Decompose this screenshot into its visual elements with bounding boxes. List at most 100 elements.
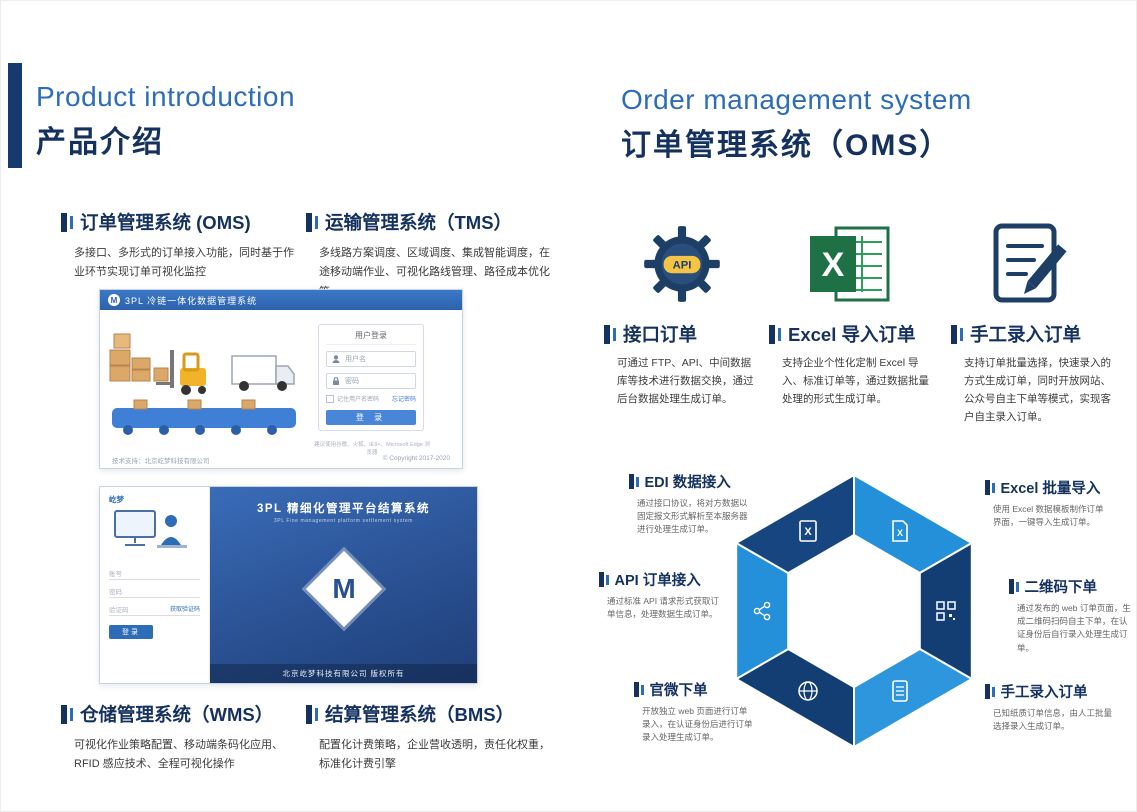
svg-text:X: X: [822, 246, 845, 284]
left-title-zh: 产品介绍: [36, 126, 164, 159]
bar-marker: [629, 474, 634, 489]
bar-marker: [1016, 581, 1019, 592]
oms-username-input[interactable]: 用户名: [326, 351, 416, 367]
bar-marker: [613, 327, 616, 341]
hex-globe-icon: [798, 681, 818, 701]
hex-label-edi-desc: 通过接口协议，将对方数据以固定报文形式解析至本服务器进行处理生成订单。: [637, 498, 748, 535]
bms-login-button[interactable]: 登录: [109, 625, 153, 639]
hex-label-excel-batch-desc: 使用 Excel 数据模板制作订单界面，一键导入生成订单。: [993, 504, 1104, 528]
section-wms: 仓储管理系统（WMS） 可视化作业策略配置、移动端条码化应用、RFID 感应技术…: [61, 701, 301, 775]
lock-icon: [333, 377, 339, 385]
hex-label-excel-batch-title: Excel 批量导入: [1000, 481, 1101, 497]
hex-segment-top-left: [734, 473, 855, 575]
hex-label-qr-desc: 通过发布的 web 订单页面，生成二维码扫码自主下单，在认证身份后自行录入处理生…: [1017, 603, 1131, 653]
hex-label-qr: 二维码下单 通过发布的 web 订单页面，生成二维码扫码自主下单，在认证身份后自…: [1009, 576, 1131, 655]
oms-login-button[interactable]: 登 录: [326, 410, 416, 426]
screenshot-oms-titlebar: M 3PL 冷链一体化数据管理系统: [100, 290, 462, 310]
bar-marker: [960, 327, 963, 341]
bms-system-subtitle: 3PL Fine management platform settlement …: [273, 518, 414, 524]
section-bms-desc: 配置化计费策略，企业营收透明，责任化权重，标准化计费引擎: [319, 739, 550, 771]
bar-marker: [778, 327, 781, 341]
left-title-en: Product introduction: [36, 81, 296, 112]
bar-marker: [769, 324, 775, 344]
oms-login-card: 用户登录 用户名 密码 记住用户名密码 忘记密码 登 录: [318, 324, 424, 432]
hex-label-manual: 手工录入订单 已知纸质订单信息，由人工批量选择录入生成订单。: [985, 681, 1115, 733]
section-bms-header: 结算管理系统（BMS）: [306, 701, 551, 727]
bms-copyright: 北京屹梦科技有限公司 版权所有: [210, 664, 477, 683]
bms-captcha-input[interactable]: 验证码 获取验证码: [109, 602, 200, 616]
bar-marker: [606, 574, 609, 585]
section-tms: 运输管理系统（TMS） 多线路方案调度、区域调度、集成智能调度，在途移动端作业、…: [306, 209, 554, 302]
hex-label-manual-title: 手工录入订单: [1000, 685, 1088, 701]
oms-remember-label: 记住用户名密码: [337, 397, 380, 403]
user-icon: [332, 355, 340, 363]
card-api-title: 接口订单: [623, 324, 698, 345]
bms-password-input[interactable]: 密码: [109, 584, 200, 598]
bar-marker: [636, 476, 639, 487]
bms-login-panel: 屹梦 账号 密码 验证码 获取验证码 登录: [100, 487, 210, 683]
hex-label-api: API 订单接入 通过标准 API 请求形式获取订单信息，处理数据生成订单。: [599, 569, 719, 621]
bar-marker: [70, 215, 73, 229]
oms-footer-right: © Copyright 2017-2020: [382, 455, 450, 462]
forklift-icon: [153, 350, 206, 395]
workstation-illustration: [114, 510, 187, 548]
m-diamond-logo: M: [305, 550, 382, 628]
hex-label-wechat: 官微下单 开放独立 web 页面进行订单录入，在认证身份后进行订单录入处理生成订…: [634, 679, 754, 745]
m-logo-small: M: [108, 294, 120, 306]
bar-marker: [306, 212, 312, 232]
card-excel-desc: 支持企业个性化定制 Excel 导入、标准订单等，通过数据批量处理的形式生成订单…: [782, 357, 929, 405]
bms-account-input[interactable]: 账号: [109, 566, 200, 580]
hex-excel-icon: X: [799, 520, 817, 542]
hex-label-edi-title: EDI 数据接入: [644, 475, 731, 491]
bar-marker: [992, 686, 995, 697]
oms-browser-note: 建议使用谷歌、火狐、IE9+、Microsoft Edge 浏览器: [314, 442, 430, 456]
section-bms-title: 结算管理系统（BMS）: [325, 704, 515, 725]
right-title-block: Order management system 订单管理系统（OMS）: [621, 84, 972, 164]
bar-marker: [992, 482, 995, 493]
oms-footer-left: 技术支持：北京屹梦科技有限公司: [112, 458, 210, 465]
hex-label-api-desc: 通过标准 API 请求形式获取订单信息，处理数据生成订单。: [607, 596, 719, 620]
conveyor-icon: [112, 399, 296, 435]
oms-username-placeholder: 用户名: [345, 356, 366, 363]
oms-footer: 技术支持：北京屹梦科技有限公司 © Copyright 2017-2020: [100, 455, 462, 465]
bar-marker: [985, 684, 990, 699]
pallet-stack-icon: [109, 333, 151, 382]
section-wms-header: 仓储管理系统（WMS）: [61, 701, 301, 727]
oms-forgot-link[interactable]: 忘记密码: [391, 397, 416, 404]
bar-marker: [599, 572, 604, 587]
hex-xdoc-icon: X: [892, 520, 908, 542]
hex-label-excel-batch: Excel 批量导入 使用 Excel 数据模板制作订单界面，一键导入生成订单。: [985, 477, 1111, 529]
card-manual-title: 手工录入订单: [970, 324, 1082, 345]
section-tms-header: 运输管理系统（TMS）: [306, 209, 554, 235]
bms-system-title: 3PL 精细化管理平台结算系统: [256, 503, 431, 515]
left-accent-bar: [8, 63, 22, 168]
bar-marker: [315, 707, 318, 721]
hex-label-wechat-desc: 开放独立 web 页面进行订单录入，在认证身份后进行订单录入处理生成订单。: [642, 706, 753, 743]
section-oms-header: 订单管理系统 (OMS): [61, 209, 299, 235]
bar-marker: [985, 480, 990, 495]
order-channels-diagram: X X: [704, 463, 1004, 759]
section-oms: 订单管理系统 (OMS) 多接口、多形式的订单接入功能，同时基于作业环节实现订单…: [61, 209, 299, 283]
oms-remember-checkbox[interactable]: 记住用户名密码: [326, 394, 380, 404]
oms-password-input[interactable]: 密码: [326, 373, 416, 389]
hex-label-edi: EDI 数据接入 通过接口协议，将对方数据以固定报文形式解析至本服务器进行处理生…: [629, 471, 751, 537]
svg-text:X: X: [897, 528, 903, 538]
bar-marker: [951, 324, 957, 344]
bar-marker: [315, 215, 318, 229]
right-title-zh: 订单管理系统（OMS）: [621, 129, 952, 162]
hex-scroll-icon: [892, 680, 908, 702]
card-api-desc: 可通过 FTP、API、中间数据库等技术进行数据交换，通过后台数据处理生成订单。: [617, 357, 754, 405]
bar-marker: [641, 684, 644, 695]
bms-account-placeholder: 账号: [109, 570, 122, 578]
card-excel-title: Excel 导入订单: [788, 324, 916, 345]
hex-label-wechat-title: 官微下单: [649, 683, 708, 699]
oms-login-title: 用户登录: [326, 330, 416, 345]
screenshot-oms-login: M 3PL 冷链一体化数据管理系统: [99, 289, 463, 469]
checkbox-icon: [326, 395, 334, 404]
card-excel-order: X Excel 导入订单 支持企业个性化定制 Excel 导入、标准订单等，通过…: [769, 213, 931, 409]
hexagon-ring: X X: [734, 473, 974, 749]
bar-marker: [1009, 579, 1014, 594]
warehouse-illustration: [109, 333, 296, 435]
section-tms-desc: 多线路方案调度、区域调度、集成智能调度，在途移动端作业、可视化路线管理、路径成本…: [319, 247, 550, 298]
bms-captcha-button[interactable]: 获取验证码: [169, 607, 200, 613]
